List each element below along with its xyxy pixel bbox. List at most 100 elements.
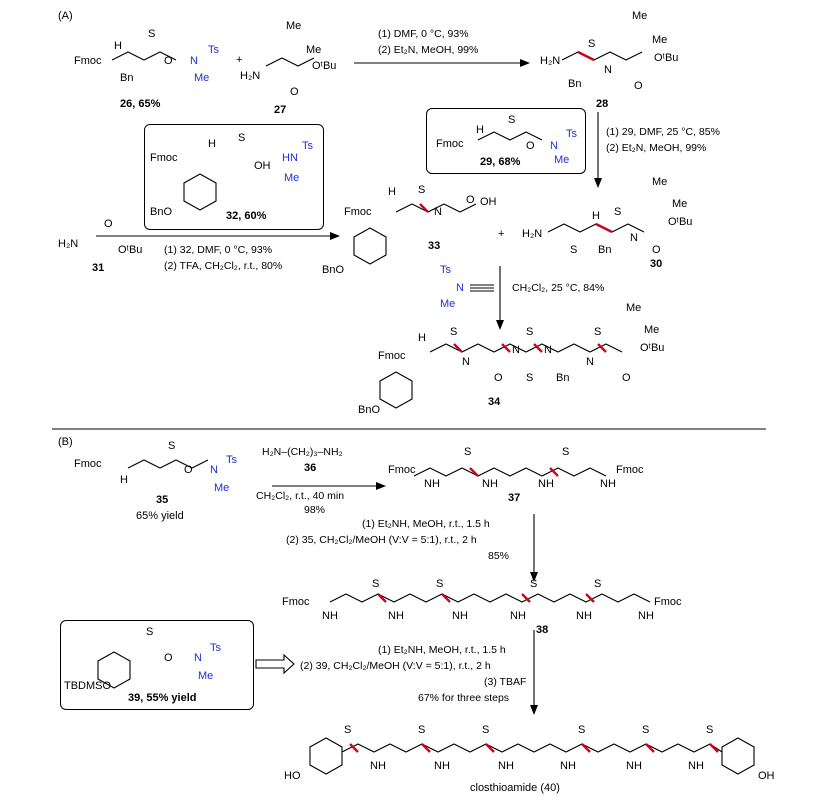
reagent-stepB3-line1: (1) Et₂NH, MeOH, r.t., 1.5 h [378, 644, 506, 656]
atom-nh: NH [388, 610, 404, 622]
atom-n: N [544, 344, 552, 356]
label-compound-29: 29, 68% [480, 156, 521, 168]
label-compound-26: 26, 65% [120, 98, 161, 110]
atom-s: S [614, 206, 622, 218]
atom-nh: NH [626, 760, 642, 772]
atom-me: Me [286, 20, 302, 32]
reagent-step3-line1: (1) 32, DMF, 0 °C, 93% [164, 244, 273, 256]
atom-s: S [146, 626, 154, 638]
atom-n: N [456, 282, 464, 294]
label-compound-38: 38 [536, 624, 549, 636]
reagent-stepB1-diamine: H₂N–(CH₂)₃–NH₂ [262, 446, 343, 458]
atom-o: O [104, 218, 113, 230]
atom-nh: NH [424, 478, 440, 490]
atom-s: S [706, 724, 714, 736]
reagent-stepB1-yield: 98% [304, 504, 326, 516]
atom-ts: Ts [208, 44, 219, 56]
label-compound-39: 39, 55% yield [128, 692, 197, 704]
atom-nh: NH [498, 760, 514, 772]
atom-nh: H [592, 210, 600, 222]
atom-n: N [194, 652, 202, 664]
atom-fmoc: Fmoc [344, 206, 372, 218]
atom-fmoc: Fmoc [616, 464, 644, 476]
atom-hn: H [120, 474, 128, 486]
atom-me: Me [214, 482, 230, 494]
atom-s: S [530, 578, 538, 590]
atom-n: N [434, 206, 442, 218]
atom-n: N [512, 344, 520, 356]
atom-me: Me [632, 10, 648, 22]
reagent-step3-line2: (2) TFA, CH₂Cl₂, r.t., 80% [164, 260, 283, 272]
reagent-stepB3-yield: 67% for three steps [418, 692, 510, 704]
atom-s: S [418, 724, 426, 736]
reagent-step2-line2: (2) Et₂N, MeOH, 99% [606, 142, 707, 154]
atom-s: S [344, 724, 352, 736]
atom-fmoc: Fmoc [378, 350, 406, 362]
atom-hn: HN [282, 152, 298, 164]
atom-bno: BnO [150, 206, 173, 218]
label-compound-33: 33 [428, 240, 441, 252]
atom-me: Me [306, 44, 322, 56]
atom-s: S [418, 184, 426, 196]
atom-o: O [466, 194, 475, 206]
atom-n: N [550, 140, 558, 152]
atom-o: O [290, 86, 299, 98]
box-compound-39 [60, 620, 254, 710]
atom-o: O [494, 372, 503, 384]
atom-nh: H [208, 138, 216, 150]
label-compound-36: 36 [304, 462, 317, 474]
atom-nh: NH [538, 478, 554, 490]
atom-h2n: H₂N [58, 238, 79, 250]
atom-s: S [436, 578, 444, 590]
atom-me: Me [652, 176, 668, 188]
atom-ts: Ts [440, 264, 451, 276]
atom-otbu: OᵗBu [640, 342, 665, 354]
atom-h2n: H₂N [540, 55, 561, 67]
atom-o: O [164, 652, 173, 664]
atom-o: O [634, 80, 643, 92]
atom-ts: Ts [226, 454, 237, 466]
atom-nh: NH [510, 610, 526, 622]
atom-fmoc: Fmoc [654, 596, 682, 608]
atom-me: Me [440, 298, 456, 310]
atom-h2n: H₂N [522, 228, 543, 240]
atom-nh: NH [452, 610, 468, 622]
atom-s: S [526, 326, 534, 338]
atom-s: S [642, 724, 650, 736]
atom-s: S [570, 244, 578, 256]
box-compound-32 [144, 124, 324, 230]
atom-otbu: OᵗBu [654, 52, 679, 64]
atom-nh: H [114, 40, 122, 52]
atom-n: N [190, 55, 198, 67]
label-compound-32: 32, 60% [226, 210, 267, 222]
atom-me: Me [194, 72, 210, 84]
atom-s: S [588, 38, 596, 50]
atom-nh: NH [482, 478, 498, 490]
reagent-step2-line1: (1) 29, DMF, 25 °C, 85% [606, 126, 720, 138]
label-compound-31: 31 [92, 262, 105, 274]
atom-ts: Ts [566, 128, 577, 140]
atom-oh: OH [254, 160, 271, 172]
atom-s: S [372, 578, 380, 590]
box-compound-29 [426, 108, 586, 174]
atom-nh: NH [322, 610, 338, 622]
atom-fmoc: Fmoc [436, 138, 464, 150]
atom-n: N [210, 464, 218, 476]
atom-nh: NH [576, 610, 592, 622]
atom-s: S [594, 578, 602, 590]
atom-fmoc: Fmoc [150, 152, 178, 164]
atom-fmoc: Fmoc [388, 464, 416, 476]
reagent-stepB2-line1: (1) Et₂NH, MeOH, r.t., 1.5 h [362, 518, 490, 530]
atom-s: S [168, 440, 176, 452]
reagent-step1-line1: (1) DMF, 0 °C, 93% [378, 28, 469, 40]
atom-hn: H [388, 186, 396, 198]
atom-n: N [586, 356, 594, 368]
atom-s: S [526, 372, 534, 384]
reagent-step4: CH₂Cl₂, 25 °C, 84% [512, 282, 605, 294]
atom-bn: Bn [568, 78, 582, 90]
label-compound-35-yield: 65% yield [136, 510, 184, 522]
label-compound-34: 34 [488, 396, 501, 408]
atom-s: S [450, 326, 458, 338]
atom-h2n: H₂N [240, 70, 261, 82]
label-compound-40: closthioamide (40) [470, 782, 560, 794]
